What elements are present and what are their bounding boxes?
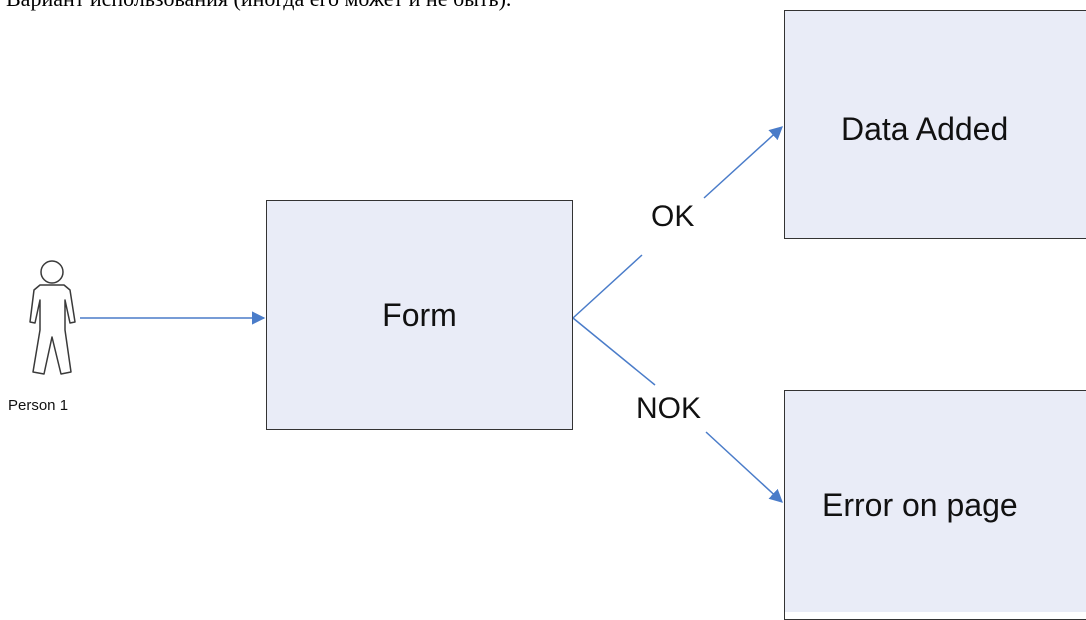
form-to-data-added-arrow-tail xyxy=(703,126,783,199)
form-box: Form xyxy=(266,200,573,430)
form-to-data-added-arrow xyxy=(572,254,643,319)
data-added-box-fill xyxy=(784,10,1086,239)
form-to-error-arrow-tail xyxy=(705,431,783,503)
actor-label: Person 1 xyxy=(8,397,69,414)
form-to-error-arrow xyxy=(572,317,656,386)
error-on-page-box: Error on page xyxy=(784,390,1086,620)
ok-edge-label: OK xyxy=(651,200,695,233)
form-label: Form xyxy=(382,296,457,333)
nok-edge-label: NOK xyxy=(636,392,702,425)
form-box-fill xyxy=(266,200,573,430)
error-on-page-label: Error on page xyxy=(822,487,1018,523)
page-caption: Вариант использования (иногда его может … xyxy=(6,0,511,12)
error-box-fill xyxy=(784,390,1086,612)
person-icon xyxy=(29,260,76,375)
data-added-box: Data Added xyxy=(784,10,1086,239)
data-added-label: Data Added xyxy=(841,111,1009,147)
